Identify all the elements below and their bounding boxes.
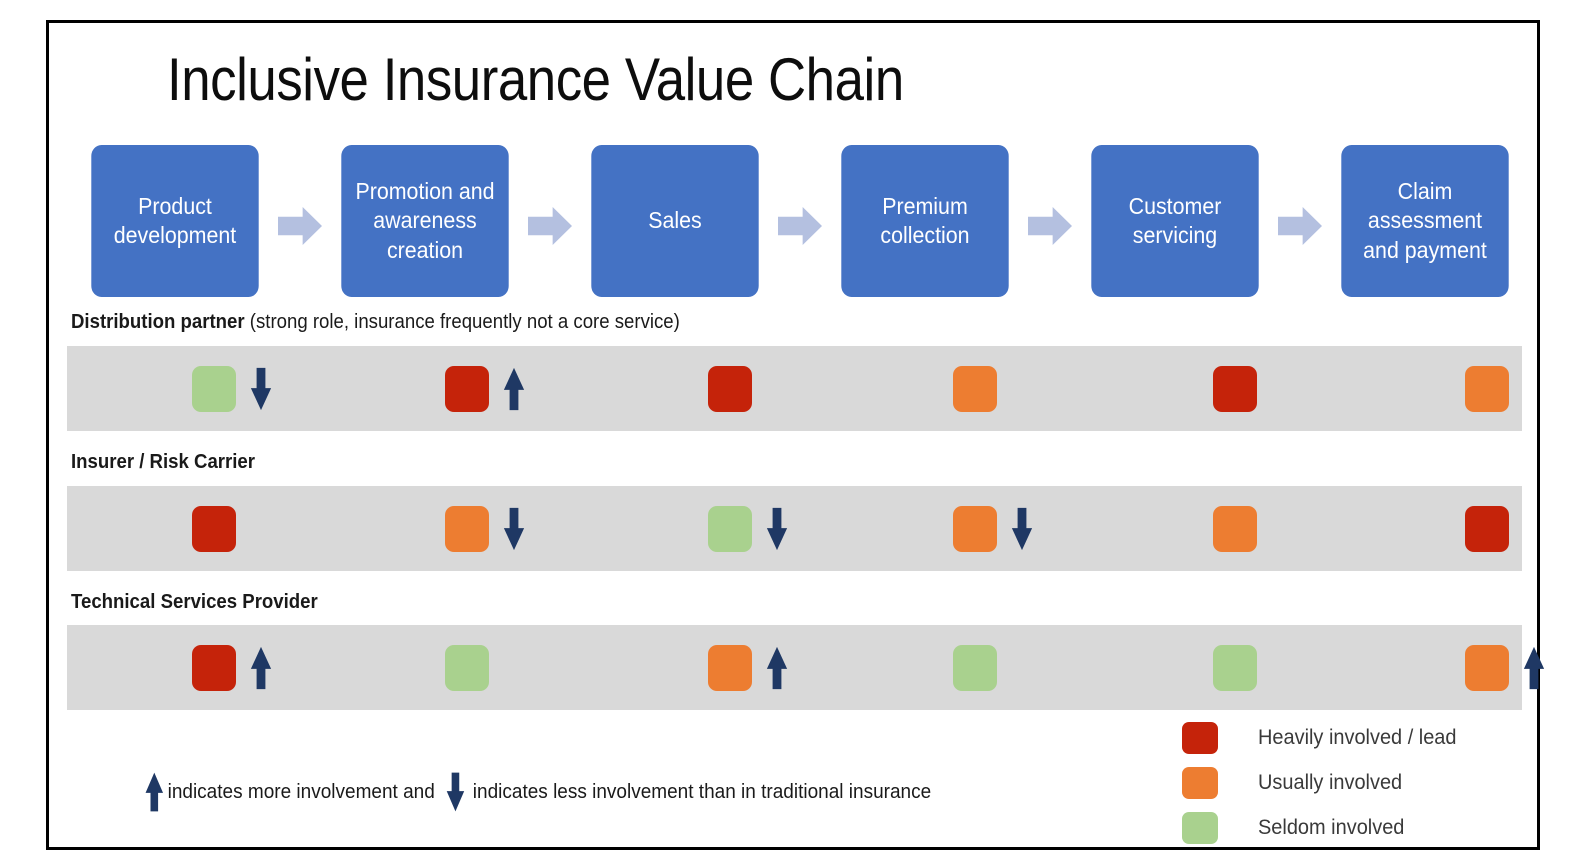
chevron-right-icon: [528, 207, 572, 245]
involvement-swatch[interactable]: [708, 645, 752, 691]
role-row-band: [67, 625, 1545, 710]
process-stage-1[interactable]: Product development: [91, 145, 259, 297]
process-stage-2[interactable]: Promotion and awareness creation: [341, 145, 509, 297]
role-row-label: Insurer / Risk Carrier: [71, 451, 255, 474]
legend-item[interactable]: Heavily involved / lead: [1182, 715, 1467, 760]
page-title: Inclusive Insurance Value Chain: [167, 46, 904, 113]
role-row-label: Distribution partner (strong role, insur…: [71, 311, 680, 334]
chevron-right-icon: [778, 207, 822, 245]
involvement-swatch[interactable]: [708, 506, 752, 552]
legend-label: Seldom involved: [1258, 815, 1405, 839]
arrow-up-icon: [503, 366, 525, 412]
involvement-swatch[interactable]: [1213, 366, 1257, 412]
legend-item[interactable]: Usually involved: [1182, 760, 1467, 805]
involvement-swatch[interactable]: [1213, 506, 1257, 552]
process-stage-label: Premium collection: [880, 192, 970, 248]
footnote-legend: indicates more involvement and indicates …: [141, 771, 931, 813]
arrow-down-icon: [503, 506, 525, 552]
process-stage-label: Sales: [648, 207, 702, 234]
legend-label: Heavily involved / lead: [1258, 725, 1457, 749]
process-stage-3[interactable]: Sales: [591, 145, 759, 297]
involvement-swatch[interactable]: [953, 366, 997, 412]
chevron-right-icon: [278, 207, 322, 245]
legend-label: Usually involved: [1258, 770, 1403, 794]
diagram-canvas: Inclusive Insurance Value Chain Product …: [46, 20, 1545, 850]
arrow-down-icon: [250, 366, 272, 412]
role-name: Technical Services Provider: [71, 591, 318, 613]
involvement-swatch[interactable]: [192, 506, 236, 552]
involvement-swatch[interactable]: [1465, 506, 1509, 552]
process-stage-label: Product development: [113, 192, 237, 248]
role-name: Insurer / Risk Carrier: [71, 451, 256, 473]
process-stage-label: Customer servicing: [1128, 192, 1222, 248]
arrow-down-icon: [1011, 506, 1033, 552]
involvement-swatch[interactable]: [1213, 645, 1257, 691]
involvement-swatch[interactable]: [1465, 366, 1509, 412]
value-chain-flow: Product development Promotion and awarene…: [85, 145, 1515, 303]
arrow-up-icon: [766, 645, 788, 691]
involvement-swatch[interactable]: [192, 366, 236, 412]
involvement-swatch[interactable]: [445, 645, 489, 691]
role-row-band: [67, 346, 1522, 431]
process-stage-6[interactable]: Claim assessment and payment: [1341, 145, 1509, 297]
footnote-text-less: indicates less involvement than in tradi…: [472, 781, 932, 803]
chevron-right-icon: [1278, 207, 1322, 245]
involvement-swatch[interactable]: [192, 645, 236, 691]
process-stage-5[interactable]: Customer servicing: [1091, 145, 1259, 297]
role-name: Distribution partner: [71, 311, 245, 333]
role-note: (strong role, insurance frequently not a…: [249, 311, 680, 333]
arrow-down-icon: [446, 771, 465, 813]
involvement-swatch[interactable]: [1465, 645, 1509, 691]
arrow-up-icon: [1523, 645, 1545, 691]
involvement-swatch[interactable]: [953, 506, 997, 552]
process-stage-4[interactable]: Premium collection: [841, 145, 1009, 297]
footnote-text-more: indicates more involvement and: [167, 781, 435, 803]
chevron-right-icon: [1028, 207, 1072, 245]
process-stage-label: Claim assessment and payment: [1363, 177, 1487, 263]
legend-swatch: [1182, 766, 1218, 799]
involvement-swatch[interactable]: [445, 506, 489, 552]
involvement-swatch[interactable]: [445, 366, 489, 412]
role-row-label: Technical Services Provider: [71, 591, 318, 614]
arrow-up-icon: [250, 645, 272, 691]
involvement-swatch[interactable]: [953, 645, 997, 691]
arrow-down-icon: [766, 506, 788, 552]
legend-item[interactable]: Seldom involved: [1182, 805, 1467, 850]
involvement-swatch[interactable]: [708, 366, 752, 412]
process-stage-label: Promotion and awareness creation: [355, 177, 495, 263]
role-row-band: [67, 486, 1522, 571]
legend-swatch: [1182, 811, 1218, 844]
arrow-up-icon: [145, 771, 164, 813]
legend-swatch: [1182, 721, 1218, 754]
